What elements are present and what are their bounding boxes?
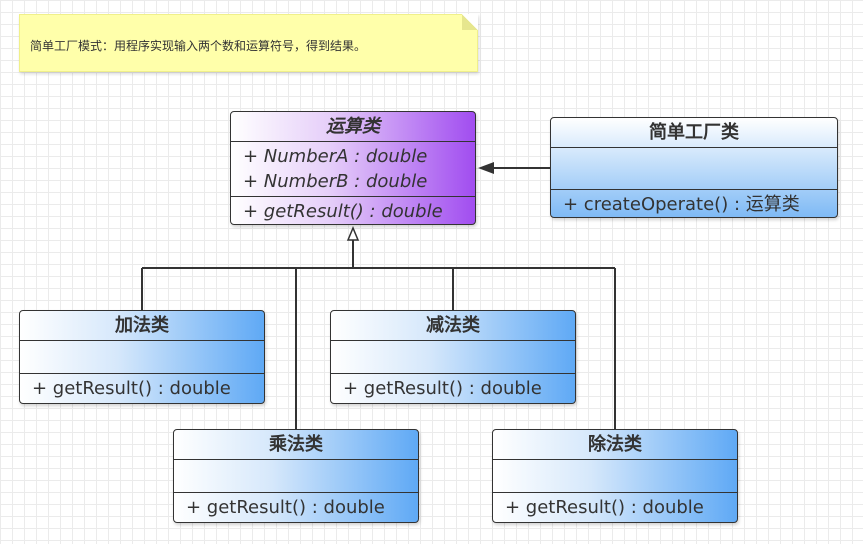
dependency-arrowhead — [478, 162, 494, 174]
class-operation-operations: + getResult() : double — [231, 197, 475, 224]
class-factory-operations: + createOperate() : 运算类 — [551, 190, 837, 217]
class-div-title: 除法类 — [493, 430, 737, 460]
class-operation[interactable]: 运算类 + NumberA : double + NumberB : doubl… — [230, 111, 476, 225]
class-mul-operations: + getResult() : double — [174, 493, 418, 522]
operation-get-result: + getResult() : double — [343, 378, 542, 399]
class-factory-attributes — [551, 148, 837, 190]
class-add-attributes — [20, 341, 264, 374]
class-sub-operations: + getResult() : double — [331, 374, 575, 403]
class-add-operations: + getResult() : double — [20, 374, 264, 403]
operation-get-result: + getResult() : double — [243, 201, 443, 222]
operation-get-result: + getResult() : double — [32, 378, 231, 399]
class-factory[interactable]: 简单工厂类 + createOperate() : 运算类 — [550, 117, 838, 218]
class-operation-title: 运算类 — [231, 112, 475, 142]
class-sub[interactable]: 减法类 + getResult() : double — [330, 310, 576, 404]
class-sub-attributes — [331, 341, 575, 374]
class-mul-attributes — [174, 460, 418, 493]
class-operation-attributes: + NumberA : double + NumberB : double — [231, 142, 475, 197]
operation-get-result: + getResult() : double — [505, 497, 704, 518]
inheritance-arrowhead — [346, 226, 360, 241]
note-text: 简单工厂模式：用程序实现输入两个数和运算符号，得到结果。 — [30, 39, 367, 53]
operation-create-operate: + createOperate() : 运算类 — [563, 194, 800, 215]
class-factory-title: 简单工厂类 — [551, 118, 837, 148]
class-div-attributes — [493, 460, 737, 493]
operation-get-result: + getResult() : double — [186, 497, 385, 518]
class-div[interactable]: 除法类 + getResult() : double — [492, 429, 738, 523]
attribute-number-a: + NumberA : double — [243, 146, 428, 167]
class-sub-title: 减法类 — [331, 311, 575, 341]
class-mul[interactable]: 乘法类 + getResult() : double — [173, 429, 419, 523]
class-add[interactable]: 加法类 + getResult() : double — [19, 310, 265, 404]
sticky-note[interactable]: 简单工厂模式：用程序实现输入两个数和运算符号，得到结果。 — [19, 14, 478, 72]
note-fold-corner — [462, 14, 478, 30]
class-add-title: 加法类 — [20, 311, 264, 341]
attribute-number-b: + NumberB : double — [243, 171, 428, 192]
class-div-operations: + getResult() : double — [493, 493, 737, 522]
class-mul-title: 乘法类 — [174, 430, 418, 460]
